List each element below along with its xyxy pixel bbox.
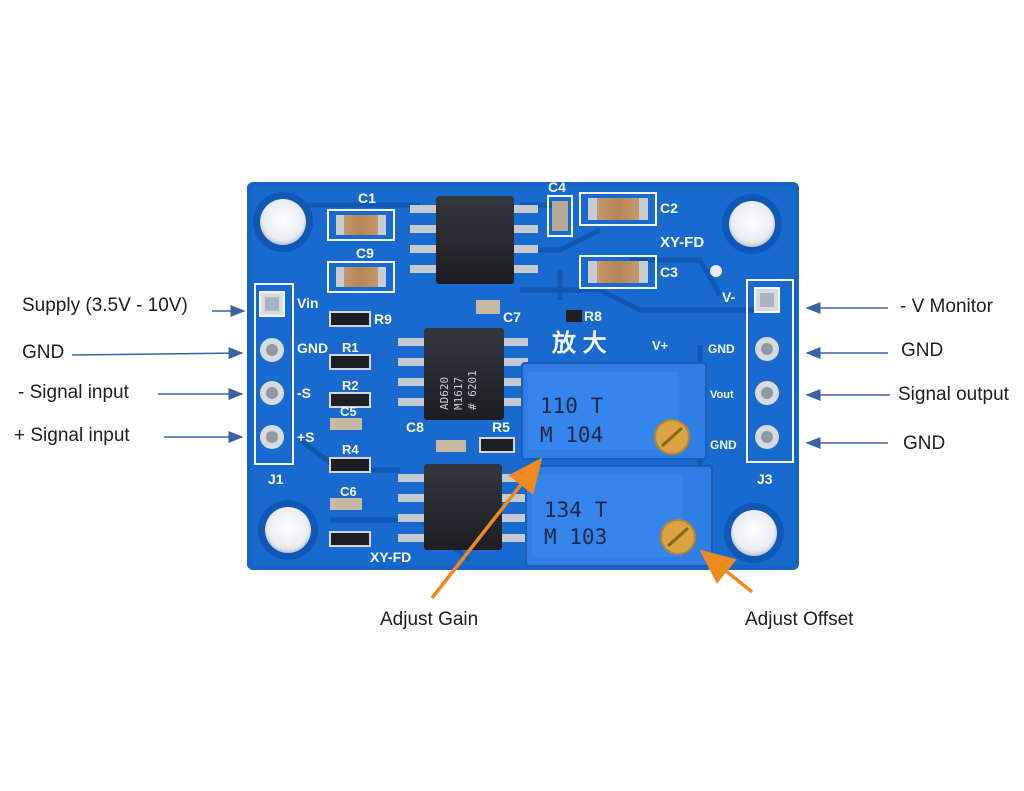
silk-gnd-pin: GND	[297, 340, 328, 356]
gain-potentiometer	[521, 362, 707, 460]
label-plus-signal-input: + Signal input	[14, 425, 130, 446]
silk-r2: R2	[342, 378, 359, 393]
capacitor-c2	[579, 192, 657, 226]
silk-r1: R1	[342, 340, 359, 355]
silk-c2: C2	[660, 200, 678, 216]
resistor-r5	[479, 437, 515, 453]
resistor-r2	[329, 392, 371, 408]
silk-c5: C5	[340, 404, 357, 419]
label-gnd-right-bottom: GND	[903, 433, 946, 454]
header-j1	[254, 283, 294, 465]
silk-c3: C3	[660, 264, 678, 280]
silk-brand-bottom: XY-FD	[370, 549, 411, 565]
gain-pot-line1: 110 T	[540, 394, 604, 418]
resistor-r-bottom	[329, 531, 371, 547]
capacitor-c6	[330, 498, 362, 510]
silk-c4: C4	[548, 179, 566, 195]
via-hole	[710, 265, 722, 277]
offset-pot-line2: M 103	[544, 525, 607, 549]
label-adjust-offset: Adjust Offset	[745, 609, 854, 630]
ad620-marking-3: # 6201	[466, 370, 479, 410]
mounting-hole-bottom-left	[258, 500, 318, 560]
mounting-hole-top-left	[253, 192, 313, 252]
silk-j3: J3	[757, 471, 773, 487]
silk-v-minus: V-	[722, 289, 736, 305]
silk-r4: R4	[342, 442, 359, 457]
silk-vout: Vout	[710, 389, 734, 401]
capacitor-c3	[579, 255, 657, 289]
gain-pot-line2: M 104	[540, 423, 603, 447]
header-j3	[746, 279, 794, 463]
silk-chinese-label: 放 大	[551, 329, 607, 357]
silk-vplus: V+	[652, 338, 669, 353]
silk-c7: C7	[503, 309, 521, 325]
silk-gnd-j3-top: GND	[708, 342, 735, 356]
ic-bottom	[398, 464, 526, 550]
arrow-gnd-left	[71, 347, 244, 360]
ic-top	[410, 196, 538, 284]
silk-c1: C1	[358, 190, 376, 206]
silk-r5: R5	[492, 419, 510, 435]
silk-r8: R8	[584, 308, 602, 324]
capacitor-c5	[330, 418, 362, 430]
silk-minus-s: -S	[297, 385, 311, 401]
mounting-hole-bottom-right	[724, 503, 784, 563]
label-v-monitor: - V Monitor	[900, 296, 993, 317]
silk-brand-top: XY-FD	[660, 234, 704, 251]
offset-pot-line1: 134 T	[544, 498, 608, 522]
ic-ad620	[398, 328, 528, 420]
arrow-adjust-offset	[699, 549, 754, 594]
mounting-hole-top-right	[722, 194, 782, 254]
silk-r9: R9	[374, 311, 392, 327]
label-signal-output: Signal output	[898, 384, 1009, 405]
label-gnd-right-top: GND	[901, 340, 944, 361]
silk-plus-s: +S	[297, 429, 315, 445]
resistor-r9	[329, 311, 371, 327]
ad620-marking-2: M1617	[452, 377, 465, 410]
resistor-r8	[566, 310, 582, 322]
silk-c8: C8	[406, 419, 424, 435]
silk-vin: Vin	[297, 295, 319, 311]
label-minus-signal-input: - Signal input	[18, 382, 129, 403]
silk-j1: J1	[268, 471, 284, 487]
capacitor-c1	[327, 209, 395, 241]
capacitor-c7	[476, 300, 500, 314]
label-gnd-left: GND	[22, 342, 65, 363]
capacitor-c8	[436, 440, 466, 452]
silk-gnd-j3-bottom: GND	[710, 438, 737, 452]
capacitor-c4	[547, 195, 573, 237]
label-supply: Supply (3.5V - 10V)	[22, 295, 188, 316]
silk-c6: C6	[340, 484, 357, 499]
resistor-r1	[329, 354, 371, 370]
resistor-r4	[329, 457, 371, 473]
capacitor-c9	[327, 261, 395, 293]
label-adjust-gain: Adjust Gain	[380, 609, 479, 630]
silk-c9: C9	[356, 245, 374, 261]
offset-potentiometer	[525, 465, 713, 567]
arrow-adjust-gain	[430, 457, 543, 600]
ad620-marking-1: AD620	[438, 377, 451, 410]
